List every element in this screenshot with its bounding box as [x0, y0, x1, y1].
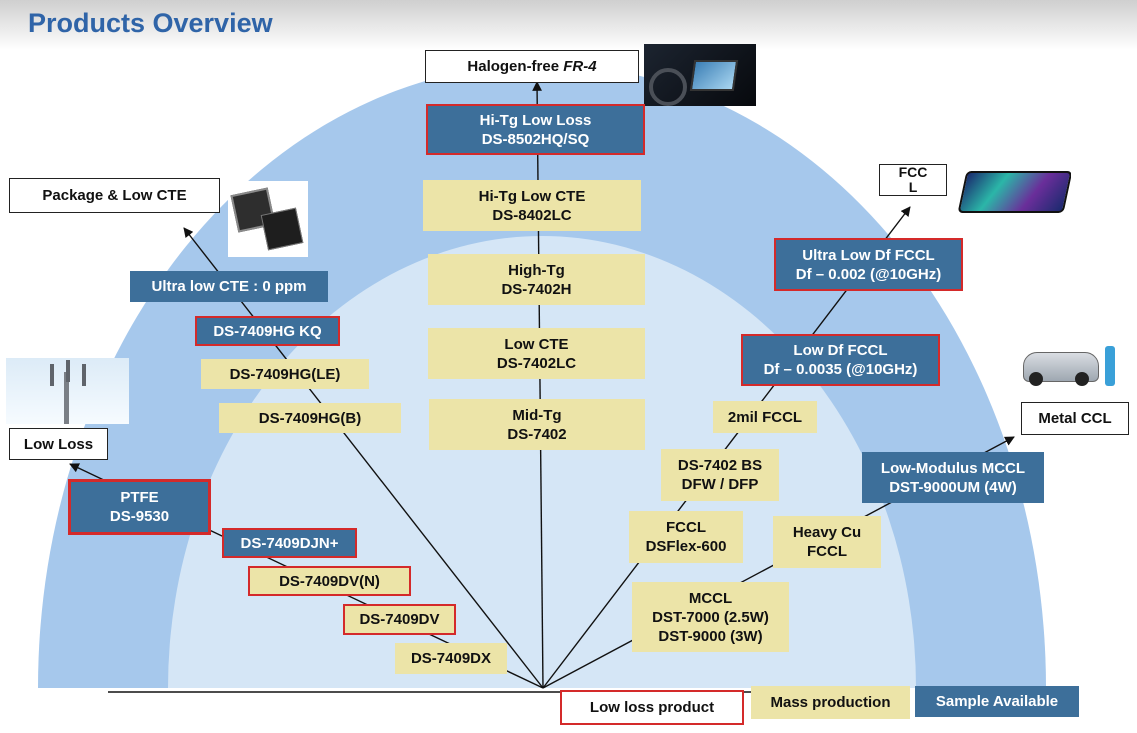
product-ds-7409dv: DS-7409DV: [343, 604, 456, 635]
tower-antenna-mid: [66, 360, 70, 382]
charger-shape: [1105, 346, 1115, 386]
product-ultra-low-cte: Ultra low CTE : 0 ppm: [130, 271, 328, 302]
product-ds-7409hg-b: DS-7409HG(B): [219, 403, 401, 433]
product-ds-7409hg-le: DS-7409HG(LE): [201, 359, 369, 389]
header-bar: [0, 0, 1137, 50]
dashboard-screen-shape: [689, 60, 739, 91]
category-halogen-free-emph: FR-4: [563, 58, 597, 75]
product-ds-7409hg-kq: DS-7409HG KQ: [195, 316, 340, 346]
product-ultra-low-df-fccl: Ultra Low Df FCCL Df – 0.002 (@10GHz): [774, 238, 963, 291]
foldable-phone-image: [956, 165, 1071, 215]
category-metal-ccl: Metal CCL: [1021, 402, 1129, 435]
product-ds-7409dv-n: DS-7409DV(N): [248, 566, 411, 596]
legend-mass-production: Mass production: [751, 686, 910, 719]
tower-antenna-right: [82, 364, 86, 386]
tower-mast-shape: [64, 372, 69, 424]
product-ds-7409djn: DS-7409DJN+: [222, 528, 357, 558]
arrow-package: [183, 227, 544, 689]
category-halogen-free-text: Halogen-free: [467, 58, 564, 75]
legend-sample-available: Sample Available: [915, 686, 1079, 717]
cell-tower-image: [6, 358, 129, 424]
chip-front-shape: [260, 207, 304, 251]
product-fccl-dsflex: FCCL DSFlex-600: [629, 511, 743, 563]
product-2mil-fccl: 2mil FCCL: [713, 401, 817, 433]
category-halogen-free-fr4: Halogen-free FR-4: [425, 50, 639, 83]
product-heavy-cu-fccl: Heavy Cu FCCL: [773, 516, 881, 568]
product-low-cte: Low CTE DS-7402LC: [428, 328, 645, 379]
chip-package-image: [228, 181, 308, 257]
page-title: Products Overview: [28, 8, 273, 38]
car-wheel-front: [1029, 372, 1043, 386]
product-mid-tg: Mid-Tg DS-7402: [429, 399, 645, 450]
product-mccl: MCCL DST-7000 (2.5W) DST-9000 (3W): [632, 582, 789, 652]
category-low-loss: Low Loss: [9, 428, 108, 460]
product-low-modulus-mccl: Low-Modulus MCCL DST-9000UM (4W): [862, 452, 1044, 503]
product-ds-7402-bs: DS-7402 BS DFW / DFP: [661, 449, 779, 501]
car-dashboard-image: [644, 44, 756, 106]
product-hitg-low-cte: Hi-Tg Low CTE DS-8402LC: [423, 180, 641, 231]
electric-car-image: [1017, 340, 1123, 390]
product-high-tg: High-Tg DS-7402H: [428, 254, 645, 305]
product-ds-7409dx: DS-7409DX: [395, 643, 507, 674]
category-package-low-cte: Package & Low CTE: [9, 178, 220, 213]
legend-low-loss-product: Low loss product: [560, 690, 744, 725]
product-low-df-fccl: Low Df FCCL Df – 0.0035 (@10GHz): [741, 334, 940, 386]
product-hitg-low-loss: Hi-Tg Low Loss DS-8502HQ/SQ: [426, 104, 645, 155]
phone-shape: [957, 171, 1071, 213]
steering-wheel-shape: [649, 68, 687, 106]
tower-antenna-left: [50, 364, 54, 386]
category-fccl: FCC L: [879, 164, 947, 196]
car-wheel-rear: [1075, 372, 1089, 386]
product-ptfe: PTFE DS-9530: [68, 479, 211, 535]
